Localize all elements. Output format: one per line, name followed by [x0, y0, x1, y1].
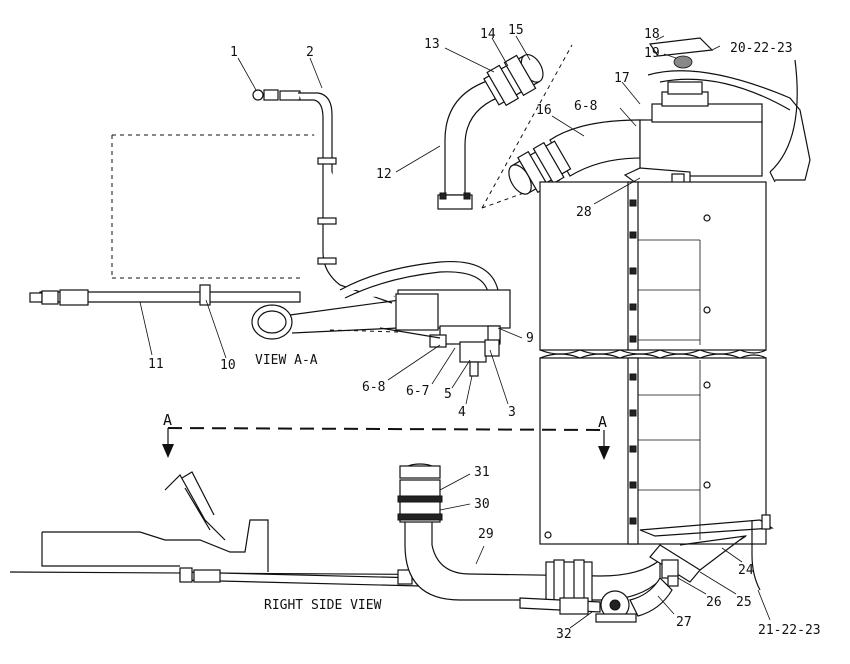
- right-side-view: [9, 463, 748, 623]
- callout-31: 31: [474, 465, 490, 480]
- callout-5: 5: [444, 387, 452, 402]
- filter-housing-top: [623, 37, 811, 189]
- view-a-a-label: VIEW A-A: [255, 353, 318, 368]
- callout-6-7: 6-7: [406, 384, 429, 399]
- callout-27: 27: [676, 615, 692, 630]
- callout-29: 29: [478, 527, 494, 542]
- callout-28: 28: [576, 205, 592, 220]
- callout-30: 30: [474, 497, 490, 512]
- view-a-a-assembly: [29, 89, 511, 377]
- callout-24: 24: [738, 563, 754, 578]
- valve-9: [379, 289, 511, 377]
- callout-25: 25: [736, 595, 752, 610]
- callout-16: 16: [536, 103, 552, 118]
- callout-20-22-23: 20-22-23: [730, 41, 793, 56]
- callout-3: 3: [508, 405, 516, 420]
- callout-13: 13: [424, 37, 440, 52]
- callout-32: 32: [556, 627, 572, 642]
- callout-2: 2: [306, 45, 314, 60]
- elbow-tube-12: [437, 44, 573, 210]
- hose-fitting-1: [252, 89, 301, 101]
- section-a-right: A: [598, 413, 607, 431]
- view-labels: VIEW A-A RIGHT SIDE VIEW A A: [163, 353, 607, 613]
- callout-12: 12: [376, 167, 392, 182]
- callout-11: 11: [148, 357, 164, 372]
- callout-6-8-lower: 6-8: [362, 380, 385, 395]
- callout-4: 4: [458, 405, 466, 420]
- main-tank: [539, 181, 774, 591]
- callout-1: 1: [230, 45, 238, 60]
- pipe-end: [251, 299, 401, 340]
- callout-26: 26: [706, 595, 722, 610]
- callout-18: 18: [644, 27, 660, 42]
- leader-lines: [139, 35, 771, 629]
- callout-labels: 1 2 3 4 5 6-7 6-8 9 10 11 12 13 14 15 16…: [148, 23, 821, 642]
- callout-14: 14: [480, 27, 496, 42]
- callout-21-22-23: 21-22-23: [758, 623, 821, 638]
- hose-11: [29, 284, 301, 306]
- section-a-left: A: [163, 411, 172, 429]
- callout-6-8-upper: 6-8: [574, 99, 597, 114]
- callout-10: 10: [220, 358, 236, 373]
- callout-15: 15: [508, 23, 524, 38]
- right-side-view-label: RIGHT SIDE VIEW: [264, 598, 382, 613]
- section-line-a-a: [162, 427, 610, 460]
- callout-19: 19: [644, 46, 660, 61]
- callout-17: 17: [614, 71, 630, 86]
- callout-9: 9: [526, 331, 534, 346]
